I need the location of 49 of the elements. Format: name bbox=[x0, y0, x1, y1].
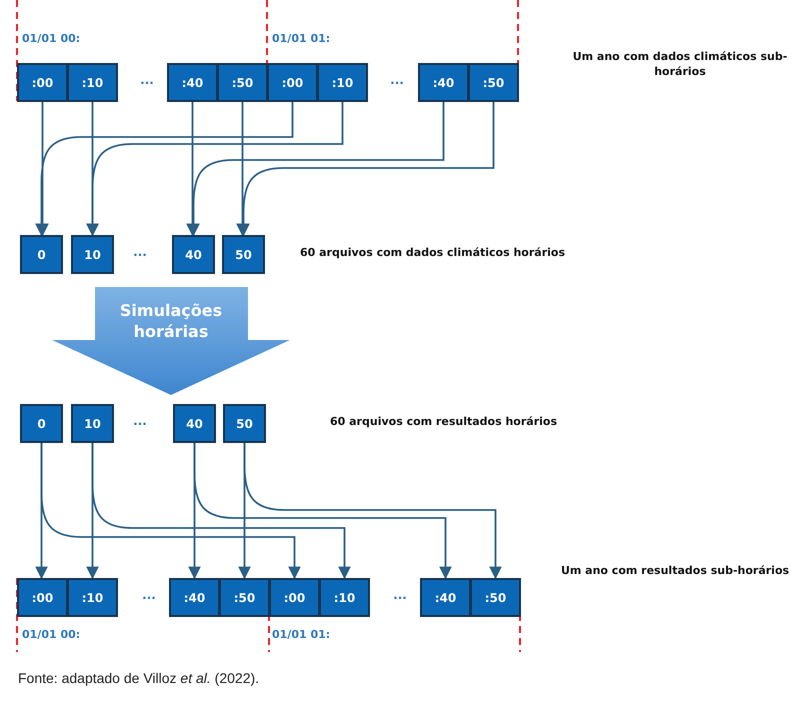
time-label: 01/01 00: bbox=[22, 32, 82, 47]
time-cell: 10 bbox=[71, 235, 114, 274]
arrow bbox=[187, 102, 444, 236]
ellipsis: ... bbox=[389, 72, 405, 88]
description-text: 60 arquivos com dados climáticos horários bbox=[300, 246, 566, 261]
time-cell: :10 bbox=[317, 63, 368, 102]
time-cell: :40 bbox=[418, 63, 469, 102]
time-cell: :50 bbox=[219, 578, 270, 617]
time-cell: :10 bbox=[319, 578, 370, 617]
time-cell: :50 bbox=[468, 63, 519, 102]
time-cell: :00 bbox=[267, 63, 318, 102]
time-cell: :50 bbox=[217, 63, 268, 102]
ellipsis: ... bbox=[132, 244, 148, 260]
arrow-label: Simulações horárias bbox=[118, 301, 224, 343]
arrow bbox=[35, 102, 294, 236]
time-cell: 40 bbox=[173, 404, 216, 443]
time-cell: :10 bbox=[67, 63, 118, 102]
time-cell: :40 bbox=[167, 63, 218, 102]
time-cell: 40 bbox=[172, 235, 215, 274]
time-cell: :40 bbox=[169, 578, 220, 617]
ellipsis: ... bbox=[141, 587, 157, 604]
arrow bbox=[237, 102, 494, 236]
arrow bbox=[244, 443, 502, 580]
ellipsis: ... bbox=[132, 413, 148, 430]
block-arrow bbox=[52, 287, 290, 395]
time-label: 01/01 01: bbox=[272, 628, 332, 643]
time-cell: 50 bbox=[222, 235, 265, 274]
time-cell: 0 bbox=[20, 404, 63, 443]
arrow bbox=[86, 102, 344, 236]
arrow bbox=[40, 443, 301, 580]
description-text: Um ano com resultados sub-horários bbox=[560, 564, 790, 579]
time-cell: :50 bbox=[470, 578, 521, 617]
ellipsis: ... bbox=[139, 72, 155, 88]
time-cell: :10 bbox=[67, 578, 118, 617]
arrow bbox=[92, 443, 351, 580]
time-cell: 10 bbox=[71, 404, 114, 443]
time-cell: :00 bbox=[17, 578, 68, 617]
description-text: Um ano com dados climáticos sub-horários bbox=[572, 50, 788, 80]
time-cell: :40 bbox=[420, 578, 471, 617]
description-text: 60 arquivos com resultados horários bbox=[330, 415, 558, 430]
time-cell: :00 bbox=[269, 578, 320, 617]
time-label: 01/01 00: bbox=[22, 628, 82, 643]
caption: Fonte: adaptado de Villoz et al. (2022). bbox=[18, 670, 260, 686]
arrow bbox=[194, 443, 452, 580]
time-cell: :00 bbox=[17, 63, 68, 102]
time-cell: 0 bbox=[20, 235, 63, 274]
time-label: 01/01 01: bbox=[272, 32, 332, 47]
time-cell: 50 bbox=[223, 404, 266, 443]
ellipsis: ... bbox=[392, 587, 408, 604]
